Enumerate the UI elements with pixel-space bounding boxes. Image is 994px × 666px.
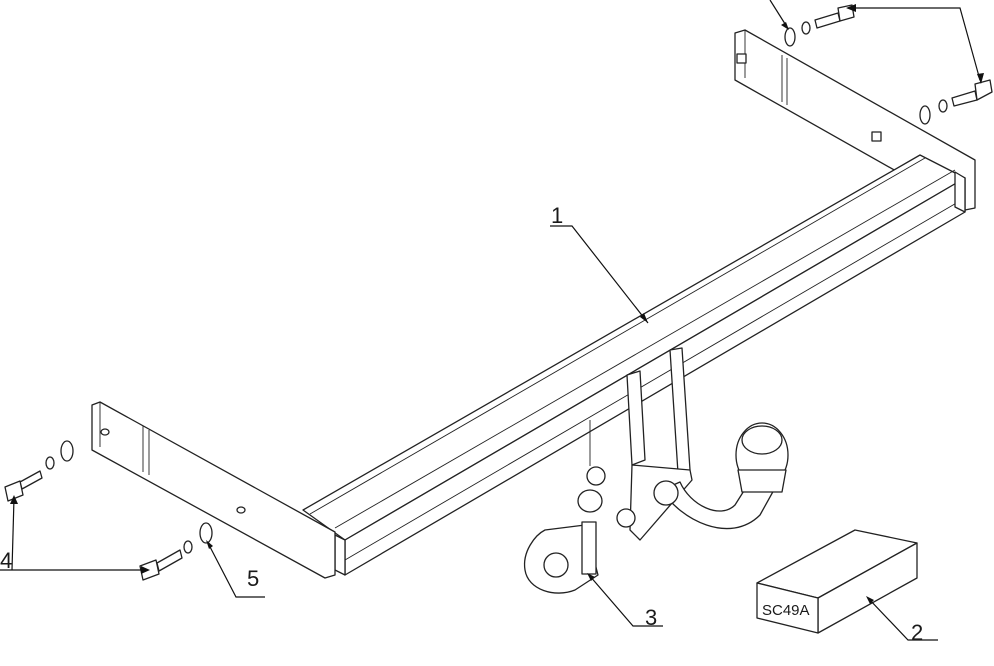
tow-bar-crossbeam	[91, 29, 976, 579]
callout-2-label: 2	[911, 620, 924, 645]
right-bolt-set-lower	[919, 79, 993, 125]
socket-bracket	[523, 521, 599, 594]
callout-1-label: 1	[551, 203, 564, 228]
callout-leaders	[0, 0, 984, 641]
left-bolt-set-lower	[139, 522, 213, 581]
electrical-kit-code: SC49A	[762, 602, 810, 619]
tow-ball-assembly	[577, 347, 789, 541]
callout-5-label: 5	[247, 566, 260, 591]
callout-3-label: 3	[645, 605, 658, 630]
callout-4-label-left: 4	[0, 548, 13, 573]
left-bolt-set-upper	[4, 440, 74, 502]
electrical-kit-box	[756, 529, 918, 634]
right-bolt-set-upper	[784, 4, 855, 47]
